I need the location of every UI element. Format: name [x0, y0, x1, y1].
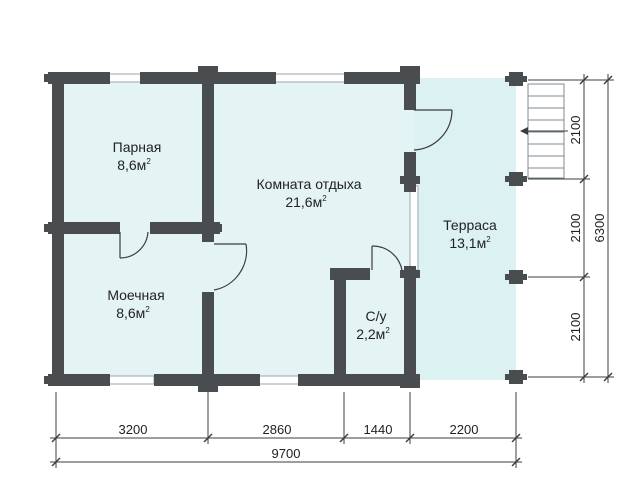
- area-superscript: 2: [146, 157, 151, 166]
- room-label-komnata-otdykha: Комната отдыха 21,6м2: [257, 176, 362, 210]
- terrace-floor: [414, 78, 516, 380]
- room-name: Комната отдыха: [257, 176, 362, 192]
- area-superscript: 2: [145, 305, 150, 314]
- room-label-terrasa: Терраса 13,1м2: [443, 217, 497, 251]
- room-name: С/у: [366, 308, 387, 324]
- room-label-parnaya: Парная 8,6м2: [113, 139, 162, 173]
- dimension-bottom: 3200 2860 1440 2200 9700: [50, 392, 522, 468]
- area-superscript: 2: [385, 326, 390, 335]
- room-area: 21,6м: [285, 194, 322, 210]
- dimension-right: 2100 2100 2100 6300: [528, 74, 614, 383]
- dim-width-1: 3200: [119, 422, 148, 437]
- area-superscript: 2: [322, 194, 327, 203]
- dim-total-height: 6300: [592, 214, 607, 243]
- room-name: Терраса: [443, 217, 497, 233]
- svg-text:21,6м2: 21,6м2: [285, 194, 327, 210]
- dim-height-2: 2100: [568, 214, 583, 243]
- dim-width-2: 2860: [263, 422, 292, 437]
- room-name: Парная: [113, 139, 162, 155]
- room-area: 8,6м: [116, 305, 145, 321]
- dim-width-3: 1440: [364, 422, 393, 437]
- svg-text:8,6м2: 8,6м2: [116, 305, 150, 321]
- area-superscript: 2: [486, 235, 491, 244]
- dim-height-1: 2100: [568, 116, 583, 145]
- room-area: 13,1м: [449, 235, 486, 251]
- room-area: 8,6м: [117, 157, 146, 173]
- svg-text:8,6м2: 8,6м2: [117, 157, 151, 173]
- svg-text:13,1м2: 13,1м2: [449, 235, 491, 251]
- dim-height-3: 2100: [568, 313, 583, 342]
- walls: [44, 66, 527, 392]
- room-label-su: С/у 2,2м2: [356, 308, 390, 342]
- dim-total-width: 9700: [272, 446, 301, 461]
- room-name: Моечная: [107, 287, 164, 303]
- room-label-moechnaya: Моечная 8,6м2: [107, 287, 164, 321]
- room-area: 2,2м: [356, 326, 385, 342]
- dim-width-4: 2200: [450, 422, 479, 437]
- doors: [119, 109, 453, 291]
- svg-text:2,2м2: 2,2м2: [356, 326, 390, 342]
- stairs: [520, 83, 568, 179]
